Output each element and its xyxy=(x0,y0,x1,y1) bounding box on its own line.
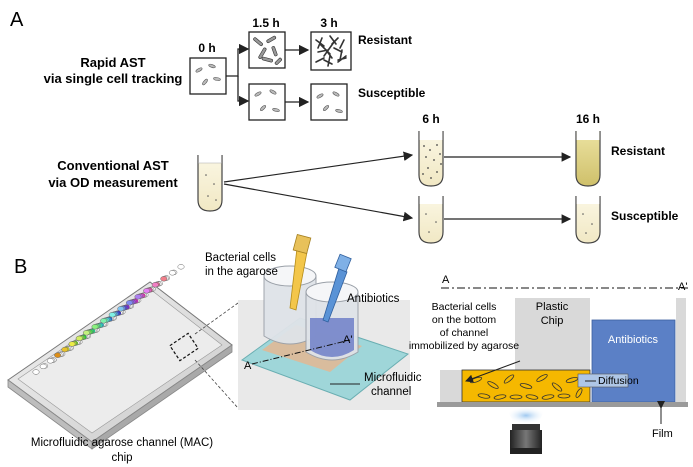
chip-caption-line1: Microfluidic agarose channel (MAC) xyxy=(31,437,213,449)
label-antibiotics-3d: Antibiotics xyxy=(347,293,400,305)
rapid-ast-title: Rapid AST xyxy=(80,55,145,70)
well-plate xyxy=(7,281,233,450)
label-resistant-conventional: Resistant xyxy=(611,144,665,158)
pipette-yellow xyxy=(289,233,312,311)
well xyxy=(32,369,40,375)
well xyxy=(91,324,99,330)
well xyxy=(168,270,176,276)
pipette-blue xyxy=(322,253,352,323)
cross-plastic-line1: Plastic xyxy=(536,301,569,313)
time-0h: 0 h xyxy=(198,41,215,55)
well xyxy=(39,363,47,370)
chip-3d xyxy=(238,233,410,410)
tube-6h-resistant xyxy=(418,131,444,187)
cells-1-5h-susceptible xyxy=(254,89,280,112)
cross-film: Film xyxy=(652,428,673,440)
tube-16h-resistant xyxy=(575,131,601,187)
time-16h: 16 h xyxy=(576,112,600,126)
well xyxy=(75,335,83,342)
label-microfluidic-2: channel xyxy=(371,386,411,398)
well-cylinder-right xyxy=(305,281,359,361)
label-section-a-3d: A xyxy=(244,360,252,372)
well xyxy=(100,318,108,324)
cross-section xyxy=(437,287,688,454)
rapid-ast-subtitle: via single cell tracking xyxy=(44,71,183,86)
label-susceptible-rapid: Susceptible xyxy=(358,86,426,100)
cell-frame-0h xyxy=(189,57,227,95)
label-susceptible-conventional: Susceptible xyxy=(611,209,679,223)
label-microfluidic-1: Microfluidic xyxy=(364,372,422,384)
arrow-to-6h-bottom xyxy=(223,183,414,222)
cross-plastic-line2: Chip xyxy=(541,315,564,327)
cross-label-a-prime: A' xyxy=(678,281,687,293)
tube-6h-susceptible xyxy=(418,196,444,244)
label-bacterial-cells-1: Bacterial cells xyxy=(205,252,276,264)
cells-3h-resistant xyxy=(315,35,347,67)
label-resistant-rapid: Resistant xyxy=(358,33,412,47)
arrow-to-6h-top xyxy=(223,151,414,183)
cross-cells-line2: on the bottom xyxy=(432,314,496,326)
well xyxy=(160,276,168,282)
branch-line-susceptible xyxy=(237,76,250,107)
well xyxy=(61,346,69,353)
plate-wells xyxy=(32,264,185,375)
chip-caption-line2: chip xyxy=(111,452,132,464)
conventional-ast-title: Conventional AST xyxy=(57,158,169,173)
cell-frame-3h-susceptible xyxy=(310,83,348,121)
cross-antibiotics: Antibiotics xyxy=(608,334,659,346)
cross-label-a: A xyxy=(442,274,450,286)
well xyxy=(108,312,116,318)
zoom-line-top xyxy=(194,302,239,335)
well xyxy=(68,341,76,347)
branch-line-resistant xyxy=(226,43,250,77)
conventional-ast-subtitle: via OD measurement xyxy=(48,175,178,190)
panel-a-label: A xyxy=(10,9,24,31)
panel-b-label: B xyxy=(14,256,27,278)
well xyxy=(125,300,133,306)
well-cylinder-left xyxy=(263,265,317,345)
time-3h: 3 h xyxy=(320,16,337,30)
well xyxy=(46,358,54,364)
cell-frame-1-5h-susceptible xyxy=(248,83,286,121)
label-section-a-prime-3d: A' xyxy=(343,334,352,346)
time-1-5h: 1.5 h xyxy=(252,16,279,30)
tube-start xyxy=(197,155,223,212)
zoom-line-bottom xyxy=(194,359,239,409)
cross-cells-line1: Bacterial cells xyxy=(432,301,497,313)
cells-1-5h-resistant xyxy=(253,35,282,65)
well xyxy=(82,330,90,336)
microscope-objective xyxy=(506,407,546,454)
cross-diffusion: Diffusion xyxy=(598,375,639,387)
well xyxy=(177,264,185,270)
cells-0h xyxy=(195,63,221,86)
tube-16h-susceptible xyxy=(575,196,601,244)
cells-3h-susceptible xyxy=(316,91,343,113)
plate-highlight-box xyxy=(169,332,199,362)
cross-cells-line3: of channel xyxy=(440,327,488,339)
well xyxy=(54,352,62,358)
label-bacterial-cells-2: in the agarose xyxy=(205,266,278,278)
time-6h: 6 h xyxy=(422,112,439,126)
well xyxy=(134,294,142,300)
well xyxy=(117,306,125,312)
well xyxy=(151,282,159,288)
cross-cells-line4: immobilized by agarose xyxy=(409,340,519,352)
well xyxy=(143,288,151,294)
